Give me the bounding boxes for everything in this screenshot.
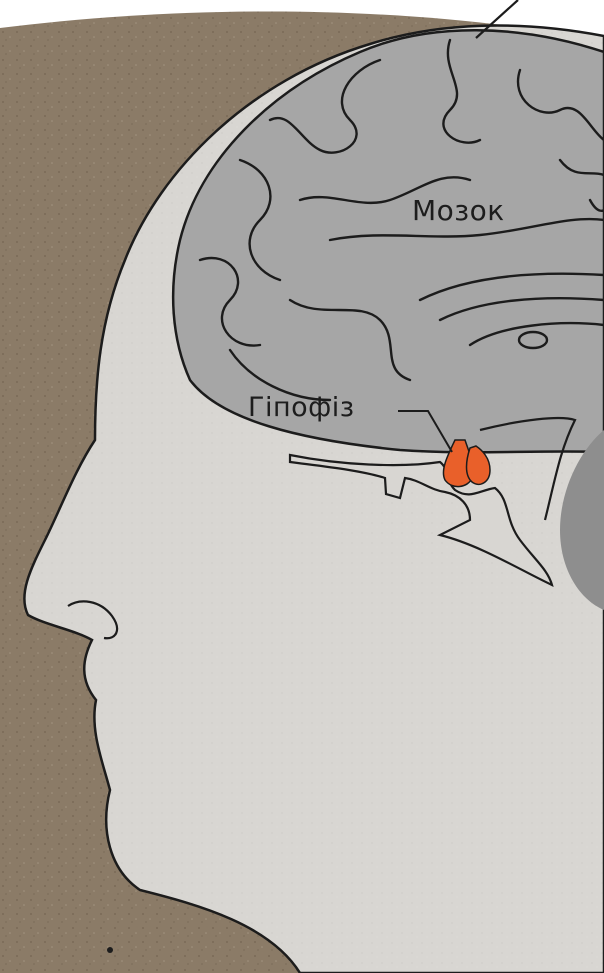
- brain-label: Мозок: [412, 194, 505, 227]
- ear-dot: [107, 947, 113, 953]
- pituitary-label: Гіпофіз: [248, 392, 355, 423]
